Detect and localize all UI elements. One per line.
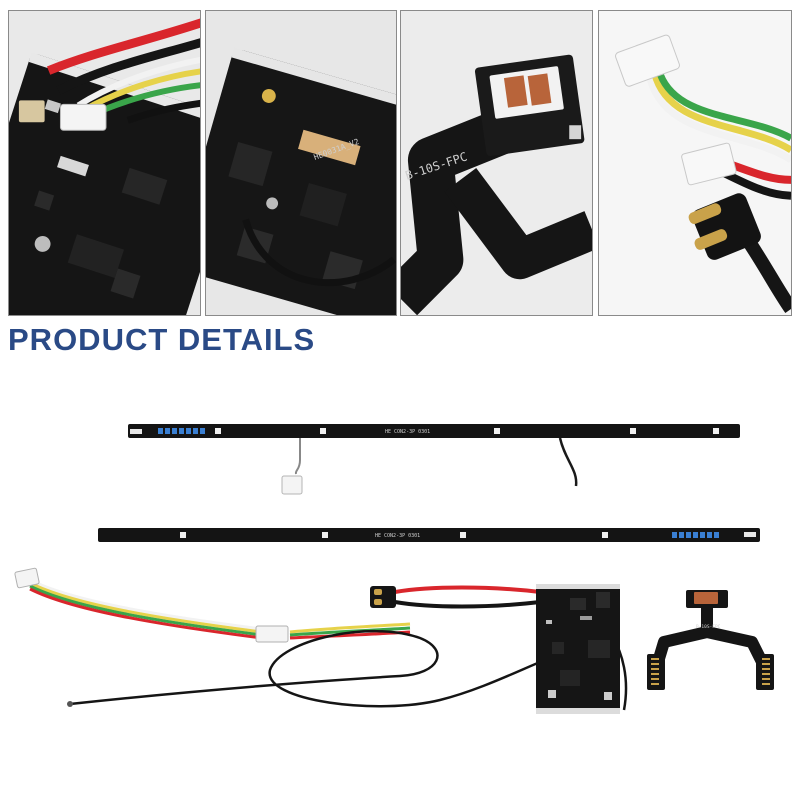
- photo-bms-board-corner: [8, 10, 201, 316]
- ribbon-end-connector: [14, 567, 40, 589]
- photo-wire-connectors: [598, 10, 792, 316]
- sensor-wire: [69, 629, 546, 708]
- product-details-heading: PRODUCT DETAILS: [8, 322, 316, 357]
- strip-top-label: HE CON2-3P 0301: [385, 429, 430, 435]
- led-strip-bottom: HE CON2-3P 0301: [98, 528, 760, 542]
- product-scene: HE CON2-3P 0301 HE CON2-3P 0301: [0, 370, 800, 800]
- photo-fpc-connector: B-10S-FPC: [400, 10, 593, 316]
- bms-board: [536, 584, 620, 714]
- led-top-connector: [281, 475, 303, 495]
- strip-bottom-label: HE CON2-3P 0301: [375, 533, 420, 539]
- board-white-connector: [255, 625, 289, 643]
- led-strip-top: HE CON2-3P 0301: [128, 424, 740, 438]
- photo-bms-board-chips: HE0031A_V2: [205, 10, 397, 316]
- fpc-label-small: B-10S-FPC: [696, 624, 721, 630]
- fpc-flex-cable: B-10S-FPC: [647, 590, 774, 690]
- xt-power-connector: [370, 586, 396, 608]
